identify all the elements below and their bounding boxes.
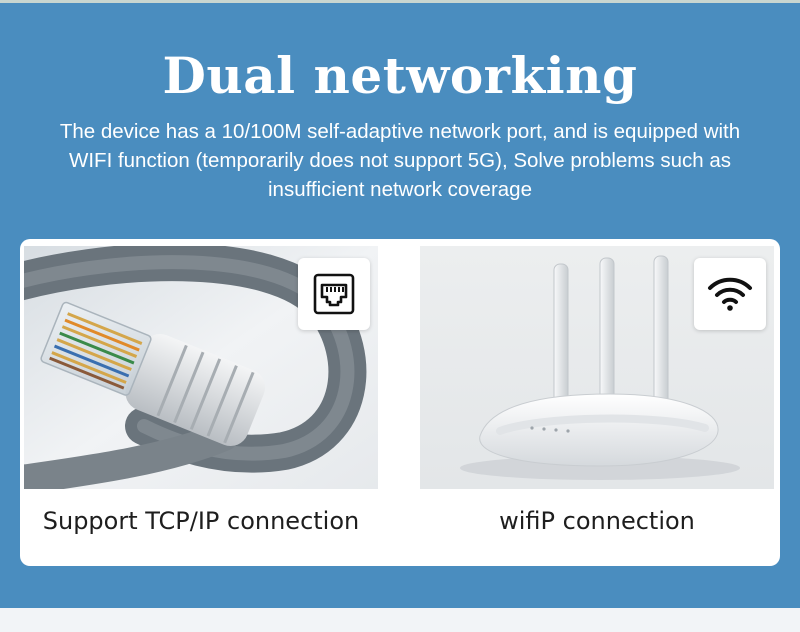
router-photo xyxy=(420,246,774,489)
wifi-icon-badge xyxy=(694,258,766,330)
tcp-ip-caption: Support TCP/IP connection xyxy=(42,507,360,535)
page-title: Dual networking xyxy=(162,46,638,105)
wifi-icon xyxy=(708,277,752,311)
ethernet-cable-illustration xyxy=(24,246,378,489)
feature-card: Support TCP/IP connection wifiP connecti… xyxy=(20,239,780,566)
description: The device has a 10/100M self-adaptive n… xyxy=(40,117,760,204)
blue-panel: Dual networking The device has a 10/100M… xyxy=(0,3,800,608)
description-line: WIFI function (temporarily does not supp… xyxy=(69,149,731,172)
ethernet-cable-photo xyxy=(24,246,378,489)
ethernet-port-icon xyxy=(313,273,355,315)
description-line: insufficient network coverage xyxy=(268,178,532,201)
bottom-strip xyxy=(0,608,800,632)
wifi-caption: wifiP connection xyxy=(499,507,695,535)
ethernet-icon-badge xyxy=(298,258,370,330)
description-line: The device has a 10/100M self-adaptive n… xyxy=(59,120,741,143)
top-strip xyxy=(0,0,800,3)
